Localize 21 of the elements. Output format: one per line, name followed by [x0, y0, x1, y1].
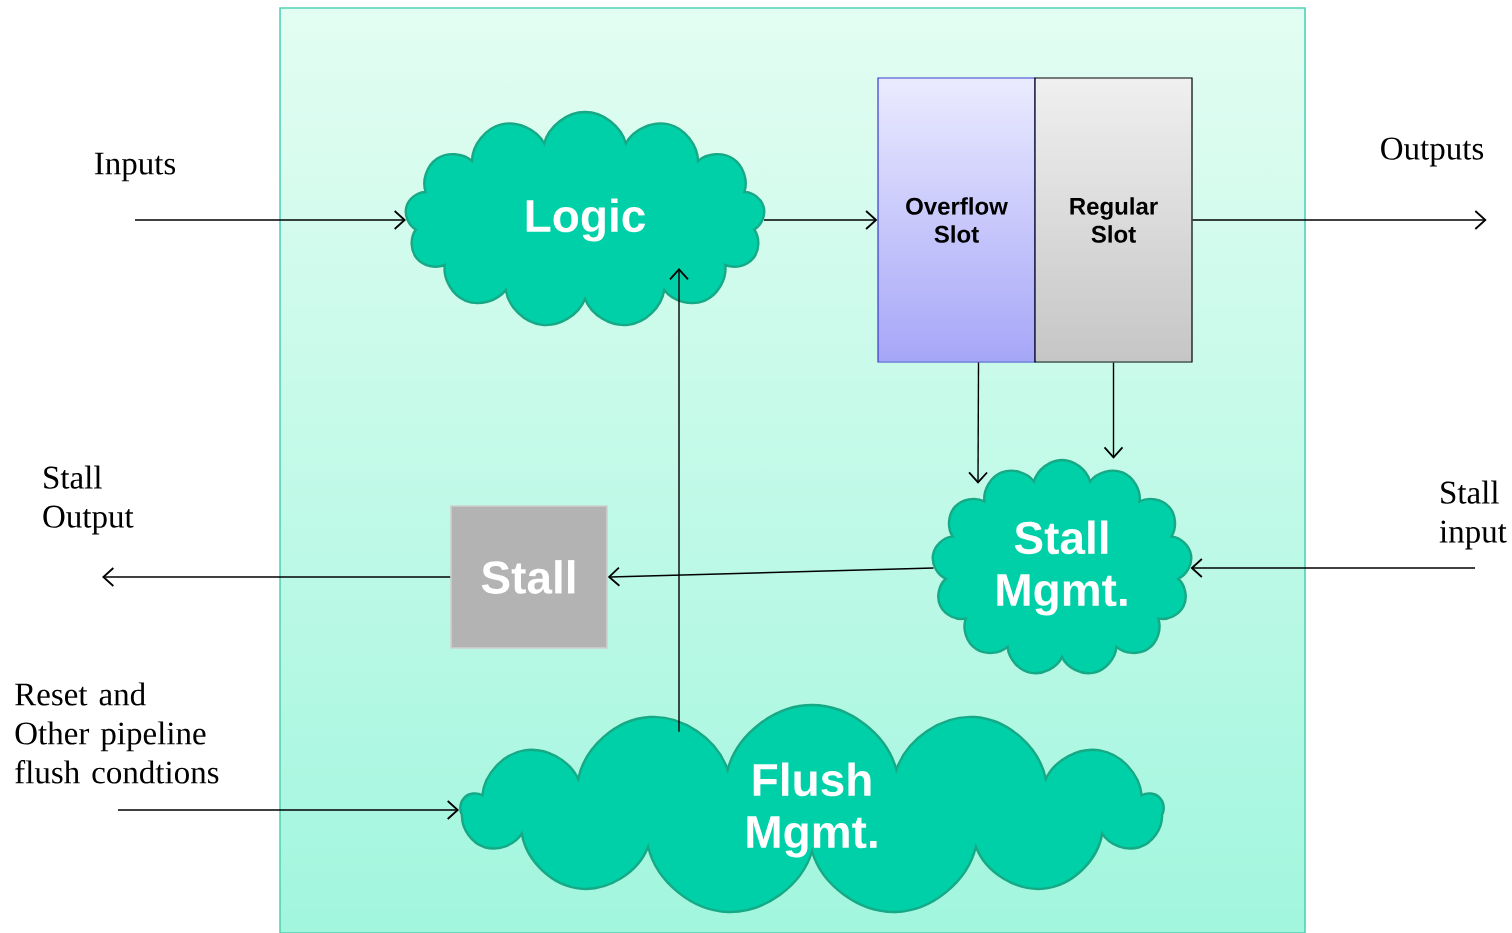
- arrow: [1190, 558, 1476, 578]
- arrow: [117, 800, 460, 820]
- arrow: [669, 268, 689, 733]
- signal-label: Stall input: [1439, 480, 1507, 550]
- arrow: [607, 566, 935, 587]
- cloud: Flush Mgmt.: [459, 703, 1165, 914]
- arrow: [102, 567, 451, 587]
- signal-label: Reset and Other pipeline flush condtions: [15, 682, 219, 784]
- arrow: [763, 210, 878, 230]
- slot-box: Regular Slot: [1034, 77, 1193, 363]
- arrow: [134, 210, 406, 230]
- signal-label: Stall Output: [43, 465, 134, 535]
- arrow: [968, 361, 988, 484]
- arrow: [1103, 361, 1124, 459]
- slot-box: Overflow Slot: [877, 77, 1036, 363]
- signal-label: Inputs: [94, 152, 176, 182]
- cloud: Logic: [404, 110, 766, 327]
- signal-label: Outputs: [1381, 137, 1484, 167]
- cloud: Stall Mgmt.: [931, 458, 1193, 675]
- arrow: [1191, 210, 1487, 230]
- stall-box: Stall: [450, 505, 608, 649]
